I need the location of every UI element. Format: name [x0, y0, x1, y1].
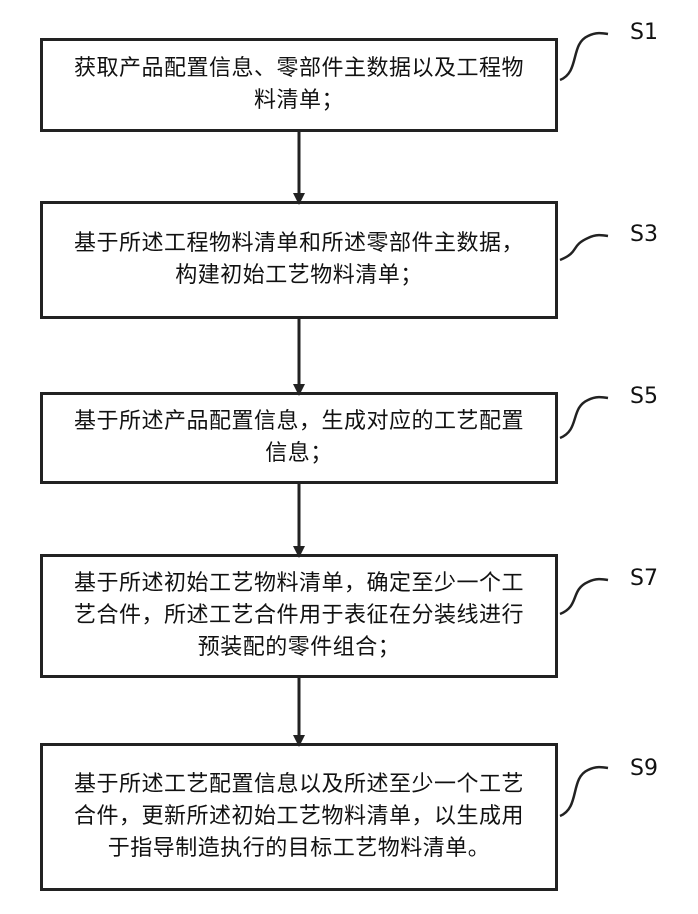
leader-s1 [560, 33, 608, 80]
leader-s7 [560, 579, 608, 614]
leader-s5 [560, 397, 608, 438]
leader-s3 [560, 235, 608, 260]
leader-s9 [560, 767, 608, 816]
